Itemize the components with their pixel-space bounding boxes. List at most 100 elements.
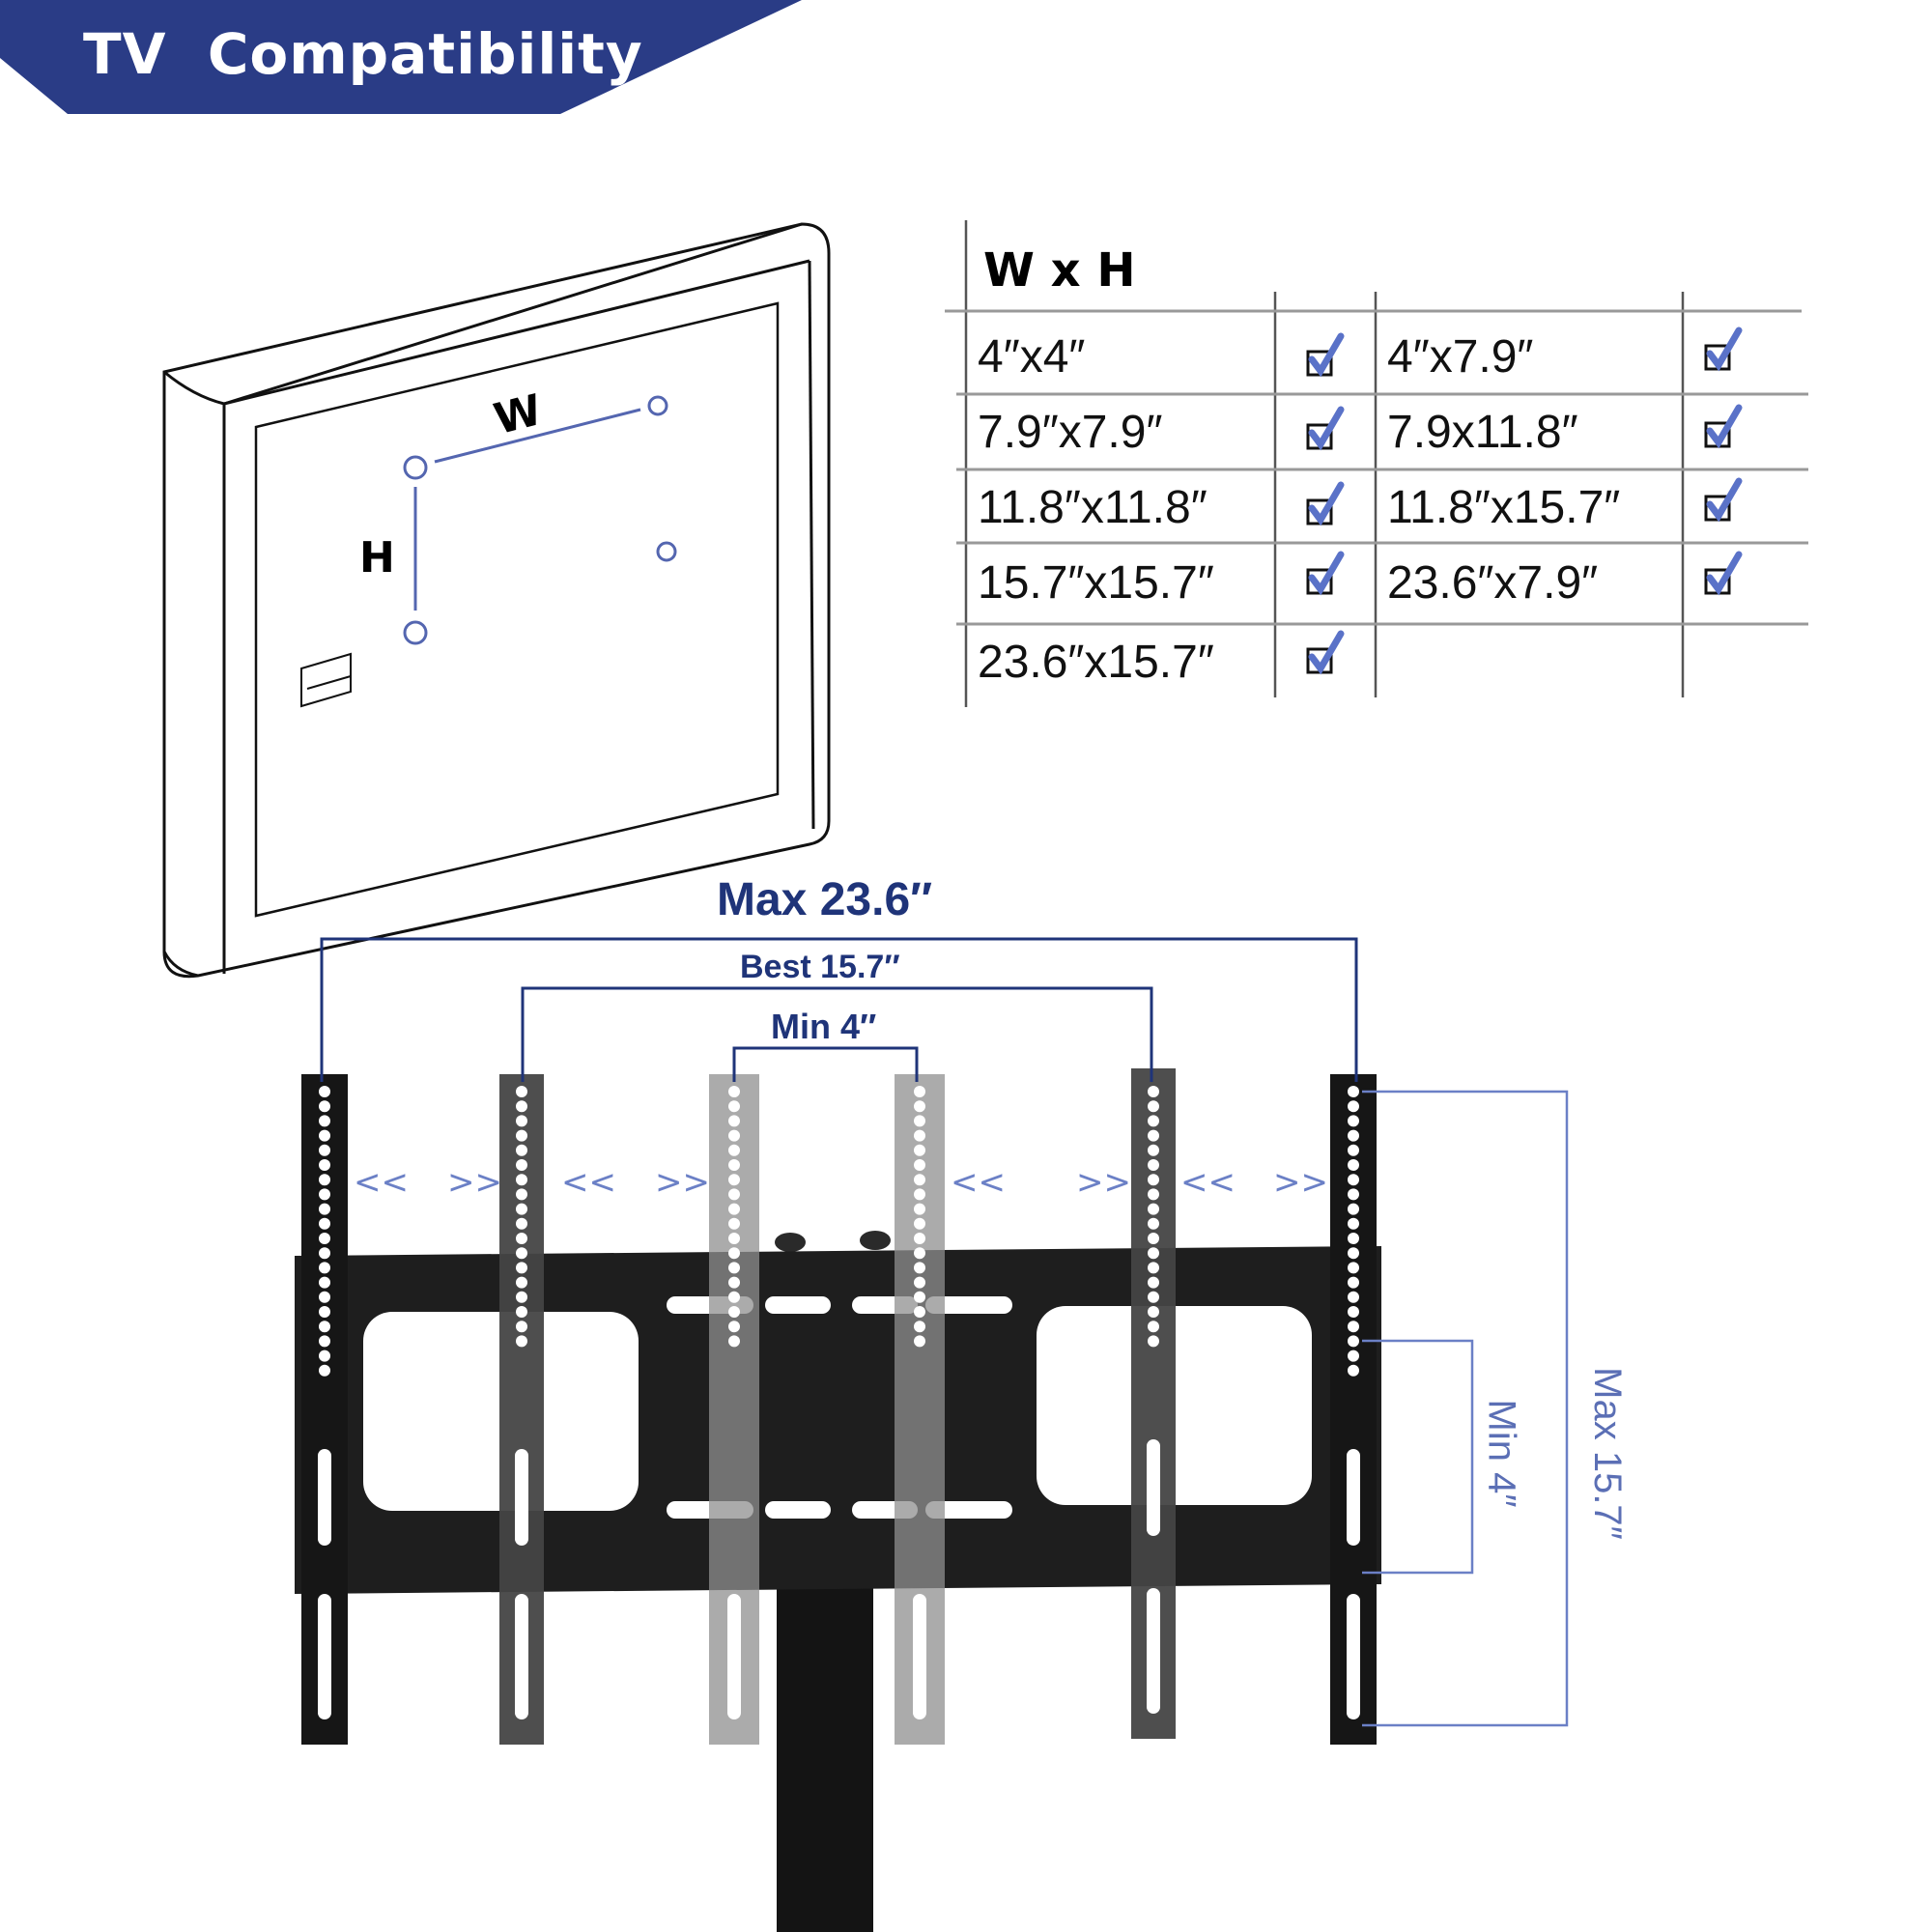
arm-hole [1348,1233,1359,1244]
arm-hole [1148,1217,1159,1230]
arm-hole [1148,1159,1159,1171]
arm-hole [728,1217,740,1230]
arm-hole [728,1203,740,1215]
arm-hole [1348,1262,1359,1274]
arm-hole [1348,1203,1359,1215]
arm-hole [319,1100,330,1113]
arm-hole [516,1321,527,1333]
arm-hole [914,1203,925,1215]
height-letter: H [359,533,395,582]
arm-hole [319,1174,330,1186]
arm-hole [728,1159,740,1171]
mount-hole-icon [647,395,668,416]
arm-hole [1148,1335,1159,1348]
arm-hole [1148,1174,1159,1186]
arm-hole [914,1262,925,1274]
arm-hole [319,1188,330,1201]
arm-hole [914,1217,925,1230]
arm-hole [319,1203,330,1215]
arm-hole [1348,1335,1359,1348]
arm-hole [319,1364,330,1377]
arm-hole [1148,1306,1159,1318]
arm-hole [1348,1188,1359,1201]
arm-hole [728,1306,740,1318]
vesa-size-cell: 23.6″x7.9″ [1387,557,1599,609]
arm-hole [728,1276,740,1289]
arm-hole [914,1247,925,1260]
arm-hole [516,1306,527,1318]
vesa-size-cell: 7.9x11.8″ [1387,407,1578,458]
vesa-size-cell: 4″x7.9″ [1387,331,1534,383]
arm-hole [1148,1203,1159,1215]
title-banner [0,0,802,114]
arm-hole [516,1159,527,1171]
arm-hole [516,1129,527,1142]
arm-hole [1148,1100,1159,1113]
arrow-left-icon: << [951,1163,1006,1202]
arm-hole [319,1086,330,1097]
max-height-label: Max 15.7″ [1585,1367,1629,1540]
arm-hole [516,1276,527,1289]
arm-hole [319,1306,330,1318]
arm-hole [516,1174,527,1186]
arm-hole [1348,1291,1359,1303]
arrow-left-icon: << [1180,1163,1236,1202]
arm-hole [1148,1144,1159,1156]
arm-hole [319,1115,330,1127]
arm-hole [1348,1350,1359,1362]
arm-hole [1148,1129,1159,1142]
checkbox-checked-icon [1704,327,1743,372]
arm-hole [516,1262,527,1274]
checkbox-checked-icon [1704,551,1743,596]
arm-hole [516,1203,527,1215]
arm-hole [516,1217,527,1230]
arrow-right-icon: >> [1273,1163,1328,1202]
arm-hole [1148,1086,1159,1097]
arm-hole [319,1276,330,1289]
checkbox-checked-icon [1306,630,1345,675]
arm-hole [319,1291,330,1303]
checkbox-checked-icon [1306,481,1345,526]
arm-hole [728,1321,740,1333]
arm-hole [319,1321,330,1333]
arm-hole [914,1291,925,1303]
arm-hole [914,1100,925,1113]
arm-hole [728,1144,740,1156]
checkbox-checked-icon [1704,404,1743,449]
arm-hole [319,1247,330,1260]
arm-hole [319,1144,330,1156]
arm-hole [1148,1262,1159,1274]
arm-hole [516,1115,527,1127]
arm-hole [914,1159,925,1171]
arm-hole [914,1129,925,1142]
arm-hole [516,1086,527,1097]
arm-hole [1148,1188,1159,1201]
arm-hole [914,1188,925,1201]
checkbox-checked-icon [1704,477,1743,523]
arm-hole [319,1217,330,1230]
arm-hole [728,1291,740,1303]
arm-hole [1348,1276,1359,1289]
arm-hole [1148,1115,1159,1127]
arm-hole [914,1276,925,1289]
arm-hole [1348,1115,1359,1127]
arm-hole [914,1086,925,1097]
arm-hole [1148,1276,1159,1289]
table-header: W x H [983,243,1136,298]
arm-hole [1348,1321,1359,1333]
arm-hole [914,1144,925,1156]
arm-hole [319,1129,330,1142]
arm-hole [1348,1306,1359,1318]
arm-hole [319,1350,330,1362]
vesa-size-cell: 23.6″x15.7″ [978,637,1214,688]
arm-hole [516,1247,527,1260]
max-width-label: Max 23.6″ [717,874,933,925]
arm-hole [728,1262,740,1274]
arm-hole [1148,1321,1159,1333]
arm-hole [516,1188,527,1201]
arm-hole [1348,1159,1359,1171]
checkbox-checked-icon [1306,551,1345,596]
arm-hole [319,1262,330,1274]
page-title: TV Compatibility [83,21,643,87]
